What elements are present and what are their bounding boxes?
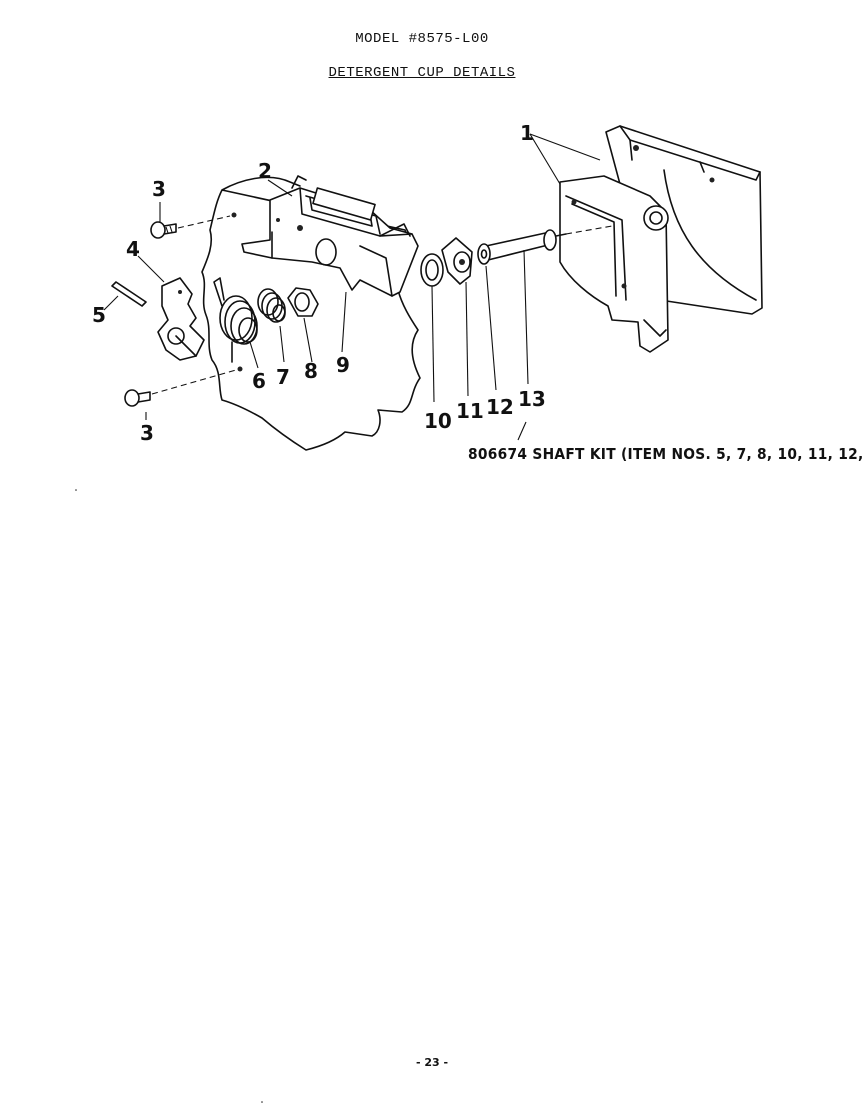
part-3-screw-bottom [124,389,151,407]
part-8-nut [287,287,319,317]
part-10-seal-ring [420,253,444,287]
model-number: MODEL #8575-L00 [355,31,489,47]
section-title-text: DETERGENT CUP DETAILS [328,65,516,81]
part-7-spring [257,288,286,323]
callout-7: 7 [276,365,290,389]
section-title: DETERGENT CUP DETAILS [0,65,854,81]
part-6-torsion-spring [213,277,258,363]
callout-11: 11 [456,399,484,423]
stray-mark [75,489,77,491]
part-5-pin [111,281,147,307]
callout-6: 6 [252,369,266,393]
part-13-shaft [485,229,567,261]
callout-8: 8 [304,359,318,383]
callout-13: 13 [518,387,546,411]
callout-1: 1 [520,121,534,145]
page-number: - 23 - [415,1056,449,1069]
callout-2: 2 [258,159,272,183]
stray-mark [261,1101,263,1103]
assembly-lines [151,212,613,395]
callout-5: 5 [92,303,106,327]
shaft-kit-note: 806674 SHAFT KIT (ITEM NOS. 5, 7, 8, 10,… [468,445,864,463]
callout-12: 12 [486,395,514,419]
part-12-washer [477,243,491,265]
callout-10: 10 [424,409,452,433]
part-9-panel [201,176,421,451]
leader-lines [103,133,601,441]
part-11-cam [441,237,473,285]
part-2-latch-housing [241,175,419,297]
callout-4: 4 [126,237,140,261]
callout-3-bottom: 3 [140,421,154,445]
callout-3-top: 3 [152,177,166,201]
part-3-screw-top [150,221,177,239]
part-1-detergent-cup [559,125,763,353]
part-4-lever [157,277,205,361]
callout-9: 9 [336,353,350,377]
